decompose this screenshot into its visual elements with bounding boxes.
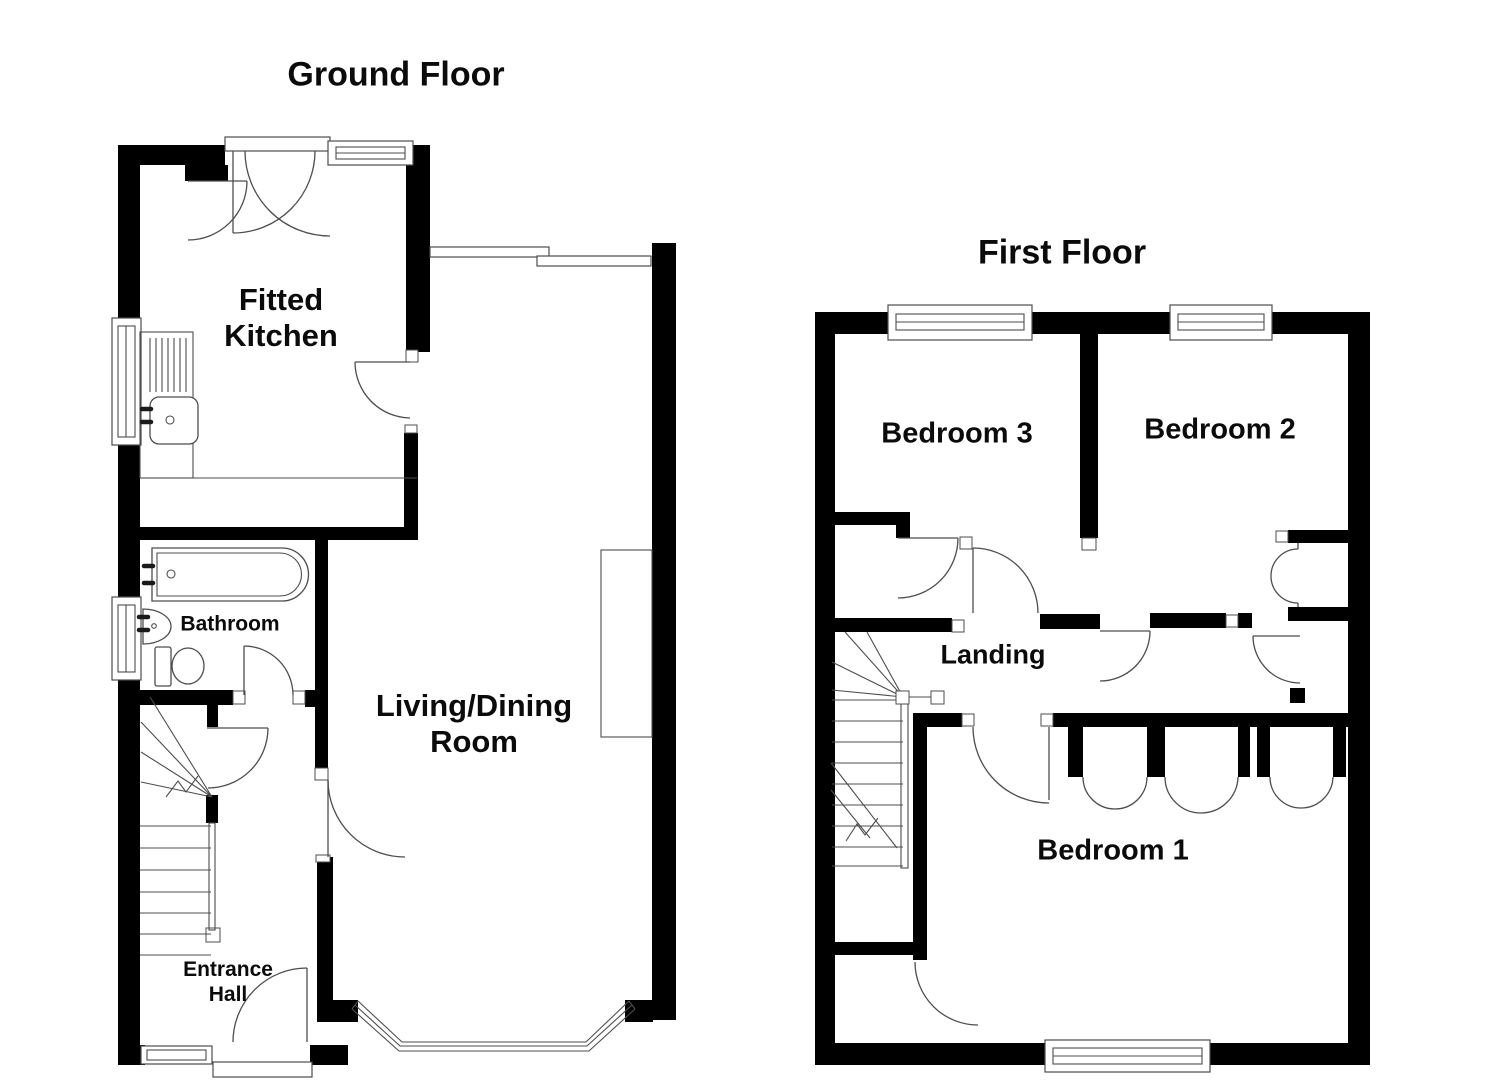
patio-sliding-door xyxy=(429,246,652,267)
back-door-threshold xyxy=(224,136,331,152)
kitchen-window xyxy=(327,140,414,166)
ground-staircase xyxy=(140,696,216,956)
bedroom1-window xyxy=(1044,1039,1211,1073)
back-door-arc xyxy=(232,150,331,237)
first-floor-plan xyxy=(815,304,1370,1073)
larder-door-arc xyxy=(187,180,248,241)
corridor-door-arc xyxy=(1099,630,1151,682)
front-door-threshold xyxy=(212,1061,313,1078)
wardrobe-doors xyxy=(1082,776,1334,814)
first-wall-end-caps xyxy=(951,530,1289,727)
hall-front-window xyxy=(140,1045,213,1065)
room-label-living-dining: Living/Dining Room xyxy=(375,688,573,759)
landing-door-arc xyxy=(972,726,1050,804)
bay-window xyxy=(351,1000,636,1052)
room-label-bedroom-3: Bedroom 3 xyxy=(881,417,1033,450)
first-staircase xyxy=(830,631,945,869)
bathroom-window xyxy=(111,596,142,681)
room-label-bathroom: Bathroom xyxy=(180,612,280,636)
kitchen-side-window xyxy=(111,317,142,446)
bedroom2-window xyxy=(1169,304,1273,341)
room-label-landing: Landing xyxy=(940,639,1046,670)
room-label-fitted-kitchen: Fitted Kitchen xyxy=(224,282,338,353)
bedroom3-window xyxy=(887,304,1033,341)
first-outer-walls xyxy=(815,312,1370,1065)
bedroom2-door-arc xyxy=(972,547,1039,614)
hall-cupboard-door-arc xyxy=(207,727,269,789)
store-cupboard-door-arc xyxy=(1252,635,1301,684)
front-door-arc xyxy=(232,967,308,1043)
kitchen-door-arc xyxy=(354,361,411,419)
ground-floor-plan xyxy=(111,136,676,1078)
first-floor-title: First Floor xyxy=(977,233,1147,272)
ground-outer-walls xyxy=(118,145,676,1065)
airing-cupboard-doors xyxy=(1270,543,1299,607)
bath-fixture xyxy=(141,547,310,602)
living-room-door-arc xyxy=(327,779,406,858)
kitchen-sink-fixture xyxy=(139,396,199,445)
bathroom-door-arc xyxy=(243,645,294,696)
basin-fixture xyxy=(136,608,172,645)
bedroom3-door-arc xyxy=(897,537,959,599)
ground-floor-title: Ground Floor xyxy=(287,55,505,94)
room-label-entrance-hall: Entrance Hall xyxy=(183,958,273,1006)
bedroom1-door-arc xyxy=(914,961,979,1026)
wall-end-caps xyxy=(205,349,419,943)
room-label-bedroom-2: Bedroom 2 xyxy=(1144,413,1296,446)
first-interior-walls xyxy=(828,334,1348,960)
room-label-bedroom-1: Bedroom 1 xyxy=(1037,834,1189,867)
chimney-breast xyxy=(600,549,653,738)
toilet-fixture xyxy=(154,646,205,687)
ground-interior-walls xyxy=(138,165,418,1005)
